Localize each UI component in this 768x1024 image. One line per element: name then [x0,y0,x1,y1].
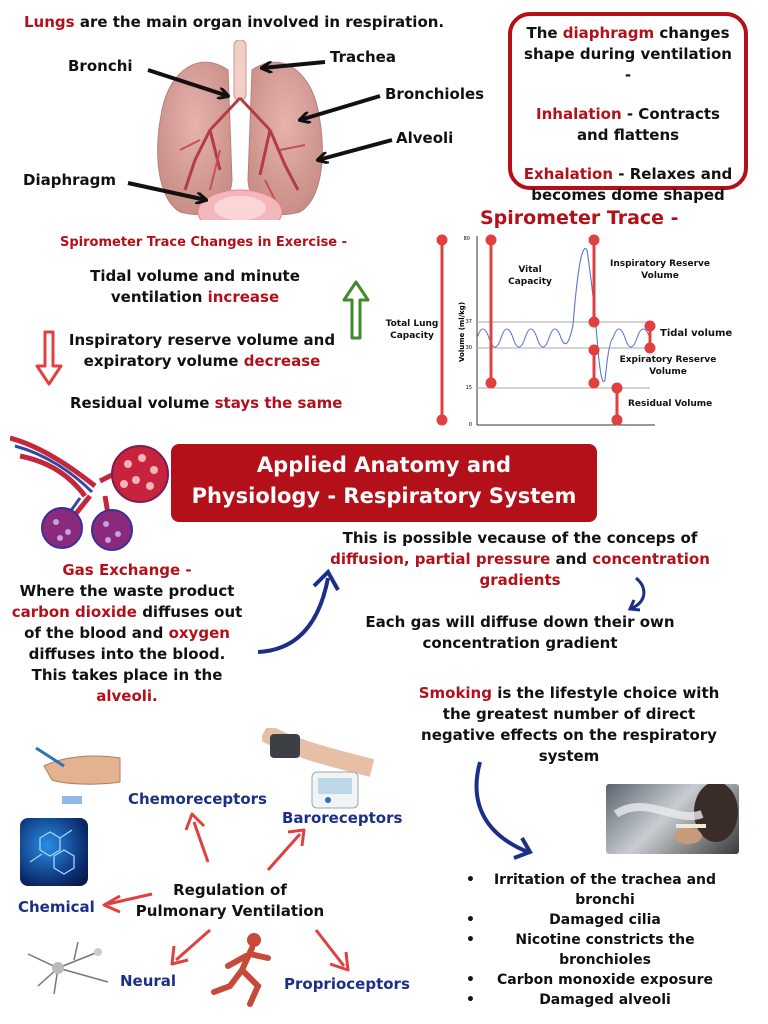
label-chemical: Chemical [18,898,95,916]
spirometer-title: Spirometer Trace - [480,207,679,229]
label-neural: Neural [120,972,177,990]
label-vital-capacity: Vital Capacity [508,265,552,287]
gas-exchange-heading: Gas Exchange - [62,561,192,579]
molecule-image [20,818,88,886]
runner-anatomy-image [211,933,271,1007]
label-bronchi: Bronchi [68,57,133,75]
exercise-same: Residual volume stays the same [70,394,343,412]
volume-trace [476,248,651,383]
arrow-bronchioles [300,94,381,120]
list-item: Irritation of the trachea and bronchi [466,870,740,910]
regulation-center: Regulation of Pulmonary Ventilation [135,881,325,920]
diaphragm-info-box: The diaphragm changes shape during venti… [508,12,748,204]
exercise-heading: Spirometer Trace Changes in Exercise - [60,235,348,250]
diffusion-each-gas: Each gas will diffuse down their own con… [365,613,675,652]
tick-15: 15 [466,385,472,391]
label-proprioceptors: Proprioceptors [284,975,410,993]
alveoli-illustration [10,435,169,551]
arrow-to-proprioceptors [314,929,346,967]
smoking-text: Smoking is the lifestyle choice with the… [418,684,720,765]
lungs-pointer-arrows [127,60,393,230]
list-item: Nicotine constricts the bronchioles [466,930,740,970]
arrow-diaphragm [127,181,206,200]
arrow-trachea [262,60,326,68]
label-chemoreceptors: Chemoreceptors [128,790,267,808]
label-total-lung-capacity: Total Lung Capacity [385,319,439,341]
label-bronchioles: Bronchioles [385,85,485,103]
gas-exchange-text: Gas Exchange - Where the waste product c… [2,560,252,707]
tick-37: 37 [466,319,472,325]
smoking-effects-list: Irritation of the trachea and bronchi Da… [466,870,740,1010]
label-trachea: Trachea [330,48,396,66]
main-title-line2: Physiology - Respiratory System [191,484,577,508]
main-title-line1: Applied Anatomy and [256,453,512,477]
regulation-arrows [102,812,350,972]
y-axis-label: Volume (ml/kg) [458,302,466,362]
lungs-illustration [157,40,323,220]
arrow-to-neural [175,928,211,962]
label-tidal-volume: Tidal volume [660,328,733,339]
arrow-bronchi [147,68,228,96]
curved-arrow-up-icon [257,568,340,654]
neuron-image [27,941,109,995]
smoking-curved-arrow-icon [474,761,533,860]
tick-80: 80 [464,236,470,242]
label-inspiratory-reserve: Inspiratory Reserve Volume [610,259,710,281]
list-item: Carbon monoxide exposure [466,970,740,990]
tick-0: 0 [469,422,472,428]
exercise-increase: Tidal volume and minute ventilation incr… [90,267,300,306]
label-residual-volume: Residual Volume [628,399,713,409]
exhalation-text: Exhalation - Relaxes and becomes dome sh… [523,165,733,204]
main-title-banner: Applied Anatomy and Physiology - Respira… [171,444,597,522]
arrow-alveoli [318,138,393,160]
lungs-intro: Lungs are the main organ involved in res… [24,13,445,31]
down-arrow-icon [35,330,63,386]
diffusion-text: This is possible vecause of the conceps … [330,529,710,589]
label-expiratory-reserve: Expiratory Reserve Volume [619,355,717,377]
tick-30: 30 [466,345,472,351]
up-arrow-icon [342,280,370,340]
exercise-decrease: Inspiratory reserve volume and expirator… [68,331,336,370]
curved-arrow-down-icon [627,576,646,612]
label-diaphragm: Diaphragm [23,171,117,189]
label-alveoli: Alveoli [396,129,454,147]
list-item: Damaged cilia [466,910,740,930]
spirometer-trace: 80 37 30 15 0 Volume (ml/kg) [436,234,656,428]
smoking-photo [606,782,739,854]
arrow-to-chemoreceptors [192,821,210,863]
list-item: Damaged alveoli [466,990,740,1010]
label-baroreceptors: Baroreceptors [282,809,403,827]
hand-dropper-image [35,746,121,804]
diaphragm-summary: The diaphragm changes shape during venti… [524,24,732,84]
arrow-to-chemical [107,892,153,906]
inhalation-text: Inhalation - Contracts and flattens [536,105,720,144]
blood-pressure-image [262,728,375,809]
arrow-to-baroreceptors [266,833,302,871]
